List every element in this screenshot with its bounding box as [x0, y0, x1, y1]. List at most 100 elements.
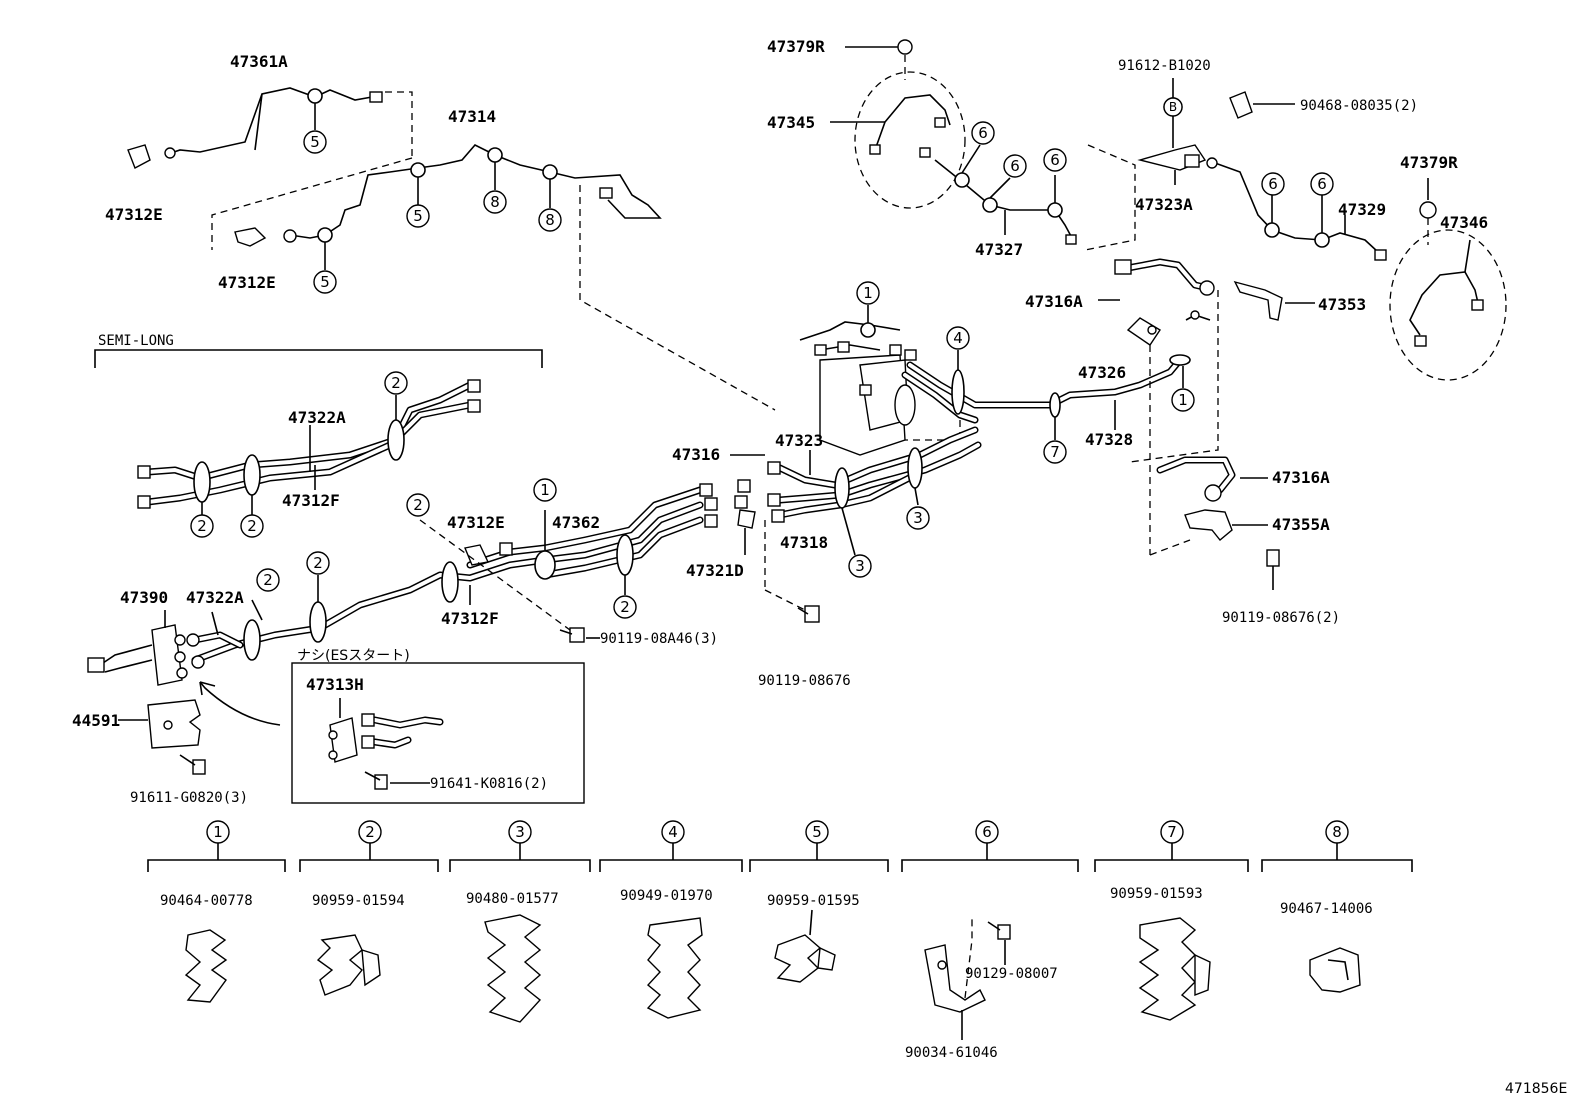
svg-text:2: 2: [197, 517, 207, 535]
svg-text:5: 5: [812, 823, 822, 841]
tube-group-47345: [830, 39, 1136, 251]
label-47318: 47318: [780, 533, 828, 552]
label-47312E: 47312E: [447, 513, 505, 532]
svg-text:1: 1: [540, 481, 550, 499]
label-90119-08676: 90119-08676: [758, 673, 851, 689]
label-90119-08A46: 90119-08A46(3): [600, 631, 718, 647]
tube-group-47346: [1389, 178, 1507, 381]
label-44591: 44591: [72, 711, 120, 730]
svg-text:6: 6: [1010, 157, 1020, 175]
svg-text:5: 5: [310, 133, 320, 151]
hose-47316A-upper: [1098, 258, 1315, 463]
label-47361A: 47361A: [230, 52, 288, 71]
reference-code: 471856E: [1505, 1081, 1567, 1097]
es-box: [291, 662, 585, 804]
svg-text:1: 1: [1178, 391, 1188, 409]
svg-text:5: 5: [320, 273, 330, 291]
callout-7: 7: [1043, 440, 1067, 464]
label-47362: 47362: [552, 513, 600, 532]
clamp-1: 1 90464-00778: [147, 820, 286, 1003]
svg-text:4: 4: [668, 823, 678, 841]
svg-text:3: 3: [515, 823, 525, 841]
svg-text:B: B: [1169, 100, 1177, 114]
svg-text:3: 3: [913, 509, 923, 527]
part-labels: 47361A 47312E 47314 47312E 47379R 47345 …: [72, 37, 1488, 806]
clamp-5: 5 90959-01595: [749, 820, 889, 983]
callout-4: 4: [946, 326, 970, 350]
callout-8: 8: [483, 190, 507, 214]
label-47327: 47327: [975, 240, 1023, 259]
label-47379R: 47379R: [1400, 153, 1458, 172]
callout-2: 2: [240, 514, 264, 538]
callout-5: 5: [313, 270, 337, 294]
clamp-4: 4 90949-01970: [599, 820, 743, 1019]
label-47353: 47353: [1318, 295, 1366, 314]
hose-47316A-lower: [1149, 456, 1280, 590]
callout-6: 6: [1261, 172, 1285, 196]
callout-1: 1: [856, 281, 880, 305]
svg-text:90464-00778: 90464-00778: [160, 893, 253, 909]
label-47321D: 47321D: [686, 561, 744, 580]
label-47312F: 47312F: [441, 609, 499, 628]
svg-text:3: 3: [855, 557, 865, 575]
clamp-2: 2 90959-01594: [299, 820, 439, 996]
callout-5: 5: [406, 204, 430, 228]
svg-text:90959-01594: 90959-01594: [312, 893, 405, 909]
label-47312E: 47312E: [218, 273, 276, 292]
label-47326: 47326: [1078, 363, 1126, 382]
label-47312F: 47312F: [282, 491, 340, 510]
svg-text:90467-14006: 90467-14006: [1280, 901, 1373, 917]
label-47316: 47316: [672, 445, 720, 464]
callout-6: 6: [1310, 172, 1334, 196]
callout-6: 6: [971, 121, 995, 145]
label-47314: 47314: [448, 107, 496, 126]
clamp-legend: 1 90464-00778 2 90959-01594 3 90480-0157…: [147, 820, 1413, 1061]
callout-5: 5: [303, 130, 327, 154]
abs-actuator-area: [799, 305, 1211, 555]
tube-group-47390: [87, 610, 281, 775]
svg-text:8: 8: [1332, 823, 1342, 841]
callout-1: 1: [533, 478, 557, 502]
callout-2: 2: [306, 551, 330, 575]
label-47329: 47329: [1338, 200, 1386, 219]
svg-text:2: 2: [365, 823, 375, 841]
tube-group-47361A: [127, 87, 413, 169]
label-47379R: 47379R: [767, 37, 825, 56]
callout-2: 2: [384, 371, 408, 395]
svg-text:2: 2: [620, 598, 630, 616]
svg-text:7: 7: [1050, 443, 1060, 461]
svg-text:90480-01577: 90480-01577: [466, 891, 559, 907]
label-47316A: 47316A: [1025, 292, 1083, 311]
svg-text:6: 6: [982, 823, 992, 841]
main-line-47362: [191, 483, 718, 664]
svg-text:5: 5: [413, 207, 423, 225]
svg-text:8: 8: [545, 211, 555, 229]
label-91612-B1020: 91612-B1020: [1118, 58, 1211, 74]
svg-text:1: 1: [213, 823, 223, 841]
label-90119-08676-2: 90119-08676(2): [1222, 610, 1340, 626]
callout-6: 6: [1043, 148, 1067, 172]
svg-text:8: 8: [490, 193, 500, 211]
svg-text:6: 6: [1317, 175, 1327, 193]
svg-text:1: 1: [863, 284, 873, 302]
label-47322A: 47322A: [288, 408, 346, 427]
callout-circles: 5 5 8 8 5 6 6 6 6 6 1 4 1 7 2 2 2 2 1 2 …: [190, 97, 1334, 619]
callout-B: B: [1163, 97, 1183, 117]
svg-text:90034-61046: 90034-61046: [905, 1045, 998, 1061]
callout-3: 3: [848, 554, 872, 578]
svg-text:2: 2: [313, 554, 323, 572]
label-47346: 47346: [1440, 213, 1488, 232]
clamp-3: 3 90480-01577: [449, 820, 591, 1023]
label-91641-K0816: 91641-K0816(2): [430, 776, 548, 792]
label-47312E: 47312E: [105, 205, 163, 224]
callout-2: 2: [613, 595, 637, 619]
svg-text:6: 6: [1050, 151, 1060, 169]
callout-2: 2: [190, 514, 214, 538]
clamp-7: 7 90959-01593: [1094, 820, 1249, 1021]
svg-text:6: 6: [978, 124, 988, 142]
callout-2: 2: [256, 568, 280, 592]
svg-text:90129-08007: 90129-08007: [965, 966, 1058, 982]
label-47313H: 47313H: [306, 675, 364, 694]
label-semi-long: SEMI-LONG: [98, 333, 174, 349]
